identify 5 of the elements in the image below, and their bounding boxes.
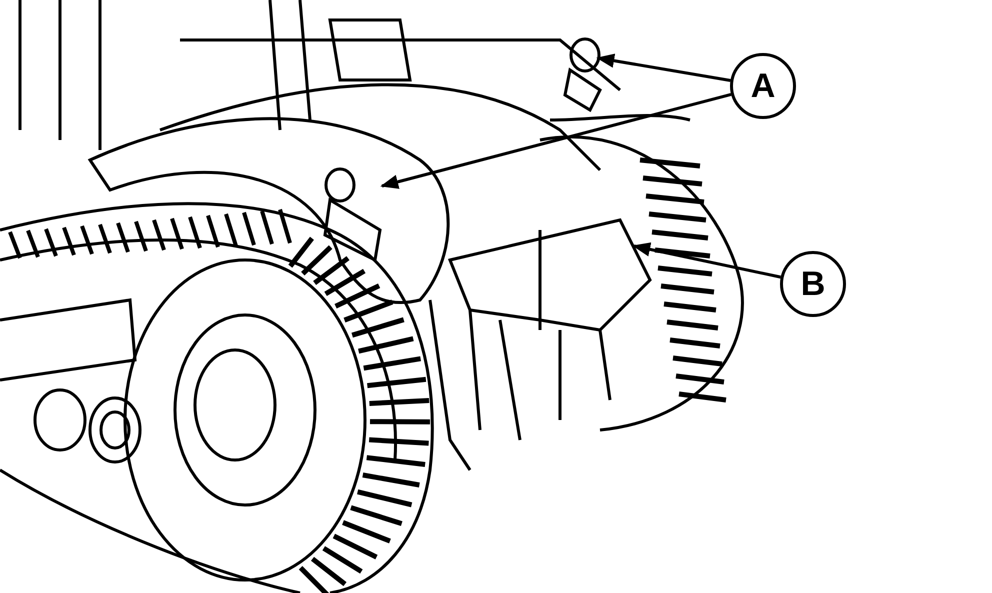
callout-letter: B (800, 267, 826, 301)
leader-line (380, 92, 732, 189)
callout-letter: A (750, 69, 776, 103)
leader-line (596, 54, 731, 82)
leader-line (632, 242, 781, 279)
